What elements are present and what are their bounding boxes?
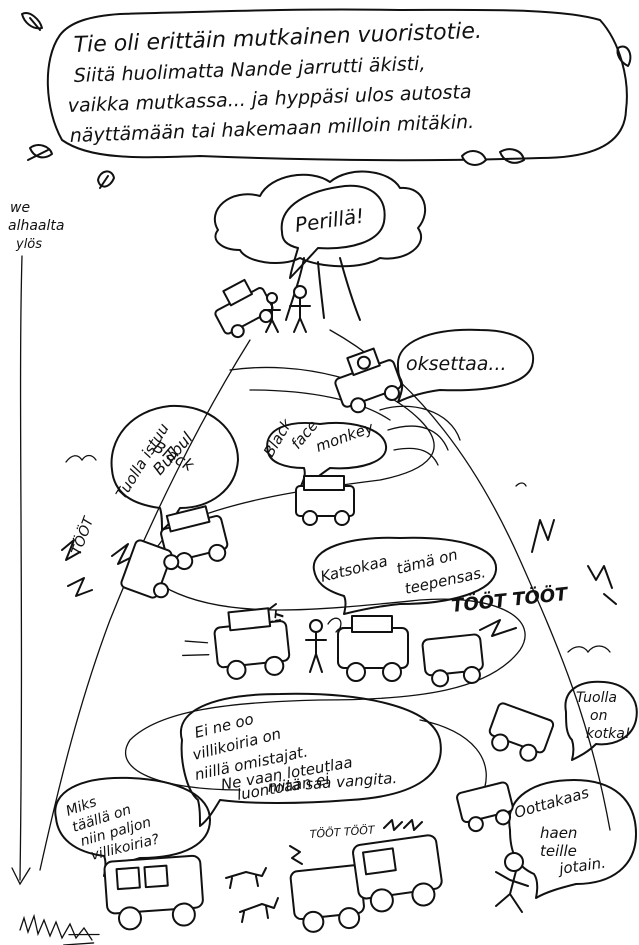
side-note: we alhaalta ylös (8, 200, 64, 886)
car-oksetta (334, 347, 403, 414)
caption-line-4: näyttämään tai hakemaan milloin mitäkin. (69, 111, 474, 147)
car-tea (182, 607, 291, 680)
side-note-line-2: alhaalta (8, 218, 64, 234)
wild-dog-1 (225, 867, 267, 889)
bubble-oottakaas: Oottakaas haen teille jotain. (508, 779, 637, 899)
bubble-perilla-text: Perillä! (293, 204, 365, 237)
person-running (495, 852, 529, 913)
bubble-kotka: Tuolla on kotka! (564, 680, 638, 761)
bubble-villikoiria-explain: Ei ne oo villikoiria on niillä omistajat… (179, 692, 442, 827)
side-note-line-3: ylös (15, 237, 42, 252)
side-note-line-1: we (10, 200, 30, 216)
person-summit-1 (263, 292, 281, 333)
person-summit-2 (289, 285, 311, 333)
car-lower-right (456, 781, 514, 833)
bubble-perilla: Perillä! (280, 184, 386, 279)
car-bottom-mid (289, 864, 365, 933)
car-right (421, 633, 484, 688)
wild-dog-2 (239, 897, 279, 923)
oottakaas-text-3: teille (540, 842, 577, 860)
caption-cloud (46, 8, 628, 162)
caption-line-3: vaikka mutkassa... ja hyppäsi ulos autos… (67, 81, 471, 117)
caption-line-2: Siitä huolimatta Nande jarrutti äkisti, (73, 53, 425, 87)
caption-text: Tie oli erittäin mutkainen vuoristotie. … (67, 19, 482, 147)
sfx-toot-big-text: TÖÖT TÖÖT (450, 583, 570, 617)
oottakaas-text-2: haen (540, 824, 577, 842)
car-left-honking (120, 539, 180, 599)
side-arrow (11, 255, 31, 886)
bubble-miks: Miks täällä on niin paljon villikoiria? (54, 776, 211, 877)
car-bulbul (160, 505, 229, 571)
teepensas-text-1: Katsokaa (319, 552, 390, 586)
kotka-text-1: Tuolla (576, 690, 617, 706)
bubble-black-bulbul: Tuolla istuu Black Bulbul (110, 404, 239, 531)
kotka-text-2: on (590, 708, 607, 724)
sfx-toot-left-text: TÖÖT (67, 513, 98, 557)
car-monkey (295, 475, 355, 526)
car-bottom-right (352, 834, 443, 913)
mountain (39, 329, 611, 871)
kotka-text-3: kotka! (586, 726, 630, 742)
grass (19, 913, 93, 941)
bubble-oksetta: oksettaa... (396, 328, 535, 403)
car-tea-2 (337, 615, 409, 682)
oottakaas-text-1: Oottakaas (512, 783, 591, 822)
car-kotka (488, 702, 555, 762)
car-bottom-left (63, 854, 204, 945)
bubble-oksetta-text: oksettaa... (406, 353, 507, 375)
sfx-toot-small: TÖÖT TÖÖT (289, 819, 423, 865)
birds (65, 454, 611, 654)
caption-leaves (21, 12, 632, 189)
sfx-toot-small-text: TÖÖT TÖÖT (309, 823, 376, 841)
